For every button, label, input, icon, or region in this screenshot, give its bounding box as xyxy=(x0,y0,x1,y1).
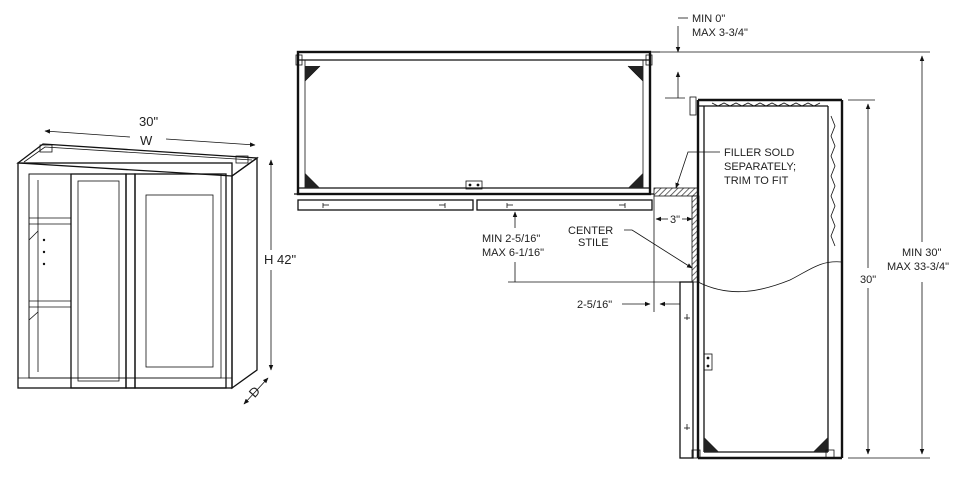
cabinet-3d-view xyxy=(16,143,259,390)
overall-dimension: MIN 30" MAX 33-3/4" xyxy=(652,51,949,455)
offset-dimension: MIN 2-5/16" MAX 6-1/16" xyxy=(482,211,692,283)
filler-label-line1: FILLER SOLD xyxy=(724,147,794,159)
width-dimension: 30" W xyxy=(44,114,256,148)
gap-min-label: MIN 0" xyxy=(692,13,725,25)
offset-max-label: MAX 6-1/16" xyxy=(482,247,544,259)
three-inch-dimension: 3" xyxy=(653,196,693,232)
center-stile-callout: CENTER STILE xyxy=(568,225,693,269)
depth-dimension: D xyxy=(243,377,269,405)
door-offset-label: 2-5/16" xyxy=(577,299,612,311)
height-label: H 42" xyxy=(264,252,296,267)
offset-min-label: MIN 2-5/16" xyxy=(482,233,540,245)
filler-label-line2: SEPARATELY; xyxy=(724,161,796,173)
center-stile-line2: STILE xyxy=(578,237,609,249)
side-cabinet-plan xyxy=(679,96,844,460)
overall-max-label: MAX 33-3/4" xyxy=(887,261,949,273)
side-depth-label: 30" xyxy=(860,274,876,286)
overall-min-label: MIN 30" xyxy=(902,247,941,259)
filler-panel xyxy=(653,187,700,283)
three-inch-label: 3" xyxy=(670,214,680,226)
door-offset-dimension: 2-5/16" xyxy=(577,232,680,312)
height-dimension: H 42" xyxy=(264,159,296,371)
width-letter-label: W xyxy=(140,133,153,148)
filler-label-line3: TRIM TO FIT xyxy=(724,175,789,187)
center-stile-line1: CENTER xyxy=(568,225,613,237)
filler-callout: FILLER SOLD SEPARATELY; TRIM TO FIT xyxy=(675,147,796,189)
upper-cabinet-plan xyxy=(294,50,654,211)
gap-max-label: MAX 3-3/4" xyxy=(692,27,748,39)
width-value-label: 30" xyxy=(139,114,158,129)
side-depth-dimension: 30" xyxy=(848,99,930,459)
gap-dimension: MIN 0" MAX 3-3/4" xyxy=(650,13,748,99)
